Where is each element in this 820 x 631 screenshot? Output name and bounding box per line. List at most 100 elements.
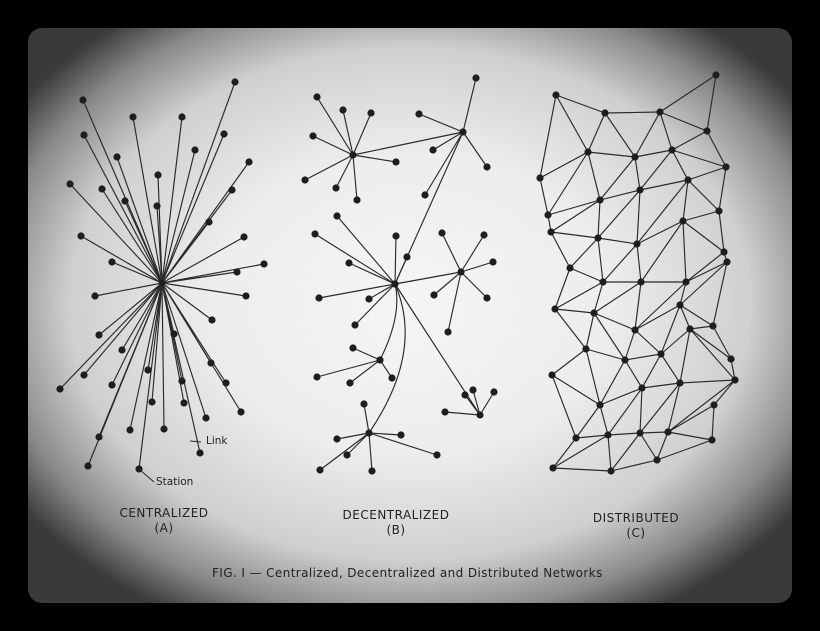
station-node — [712, 71, 720, 79]
link — [161, 149, 196, 284]
link — [575, 434, 609, 439]
link — [354, 283, 396, 326]
station-node — [480, 231, 488, 239]
figure-caption: FIG. I — Centralized, Decentralized and … — [212, 566, 603, 580]
link — [161, 133, 225, 284]
link — [597, 237, 604, 283]
link — [111, 261, 163, 284]
link — [161, 282, 242, 413]
link — [555, 94, 606, 114]
station-node — [311, 230, 319, 238]
link — [610, 432, 641, 472]
station-node — [469, 386, 477, 394]
station-node — [638, 384, 646, 392]
link — [116, 156, 163, 284]
link — [335, 154, 354, 189]
link — [587, 151, 601, 201]
link — [349, 359, 381, 384]
station-node — [346, 379, 354, 387]
link — [161, 282, 213, 321]
station-node — [551, 305, 559, 313]
station-node — [483, 294, 491, 302]
link — [604, 112, 636, 158]
station-node — [723, 258, 731, 266]
station-label: Station — [156, 476, 194, 488]
station-node — [397, 431, 405, 439]
station-node — [676, 301, 684, 309]
station-node — [552, 91, 560, 99]
link — [585, 312, 595, 350]
station-node — [313, 373, 321, 381]
station-node — [121, 197, 129, 205]
link — [539, 151, 589, 179]
link — [602, 243, 638, 283]
link — [587, 112, 606, 153]
station-node — [231, 78, 239, 86]
station-node — [421, 191, 429, 199]
station-node — [80, 371, 88, 379]
link — [319, 432, 370, 471]
link — [639, 431, 669, 434]
link — [80, 235, 163, 284]
link — [554, 267, 571, 310]
link — [679, 261, 728, 306]
link — [539, 94, 557, 179]
station-node — [118, 346, 126, 354]
link — [712, 325, 732, 360]
link — [418, 113, 464, 133]
station-node — [444, 328, 452, 336]
link — [679, 379, 736, 384]
station-node — [368, 467, 376, 475]
station-node — [703, 127, 711, 135]
link — [599, 359, 626, 406]
station-node — [228, 186, 236, 194]
station-node — [313, 93, 321, 101]
link — [368, 432, 402, 436]
link — [679, 281, 687, 306]
station-node — [245, 158, 253, 166]
link — [161, 221, 210, 284]
link — [368, 432, 373, 472]
link — [636, 243, 642, 283]
link — [352, 112, 372, 156]
link — [679, 328, 691, 384]
station-node — [56, 385, 64, 393]
link-label: Link — [206, 435, 228, 447]
link — [539, 177, 549, 216]
station-node — [333, 435, 341, 443]
station-node — [196, 449, 204, 457]
link — [659, 74, 717, 113]
station-node — [710, 401, 718, 409]
link — [660, 328, 691, 355]
link — [597, 199, 601, 239]
station-node — [720, 248, 728, 256]
link — [689, 328, 732, 360]
link — [624, 329, 636, 361]
station-node — [596, 401, 604, 409]
station-node — [656, 108, 664, 116]
link — [151, 282, 163, 403]
station-node — [79, 96, 87, 104]
station-node — [351, 321, 359, 329]
station-node — [343, 451, 351, 459]
link — [667, 382, 681, 433]
station-node — [260, 260, 268, 268]
station-node — [391, 280, 399, 288]
link — [639, 149, 673, 191]
station-node — [365, 429, 373, 437]
station-node — [461, 391, 469, 399]
link — [98, 282, 163, 336]
station-node — [178, 377, 186, 385]
link — [607, 434, 612, 472]
link — [336, 215, 396, 285]
link — [161, 282, 247, 297]
station-node — [345, 259, 353, 267]
link — [679, 304, 714, 327]
station-node — [668, 146, 676, 154]
link — [161, 116, 183, 284]
station-node — [392, 158, 400, 166]
link — [424, 131, 464, 196]
station-node — [191, 146, 199, 154]
station-node — [676, 379, 684, 387]
station-node — [715, 207, 723, 215]
